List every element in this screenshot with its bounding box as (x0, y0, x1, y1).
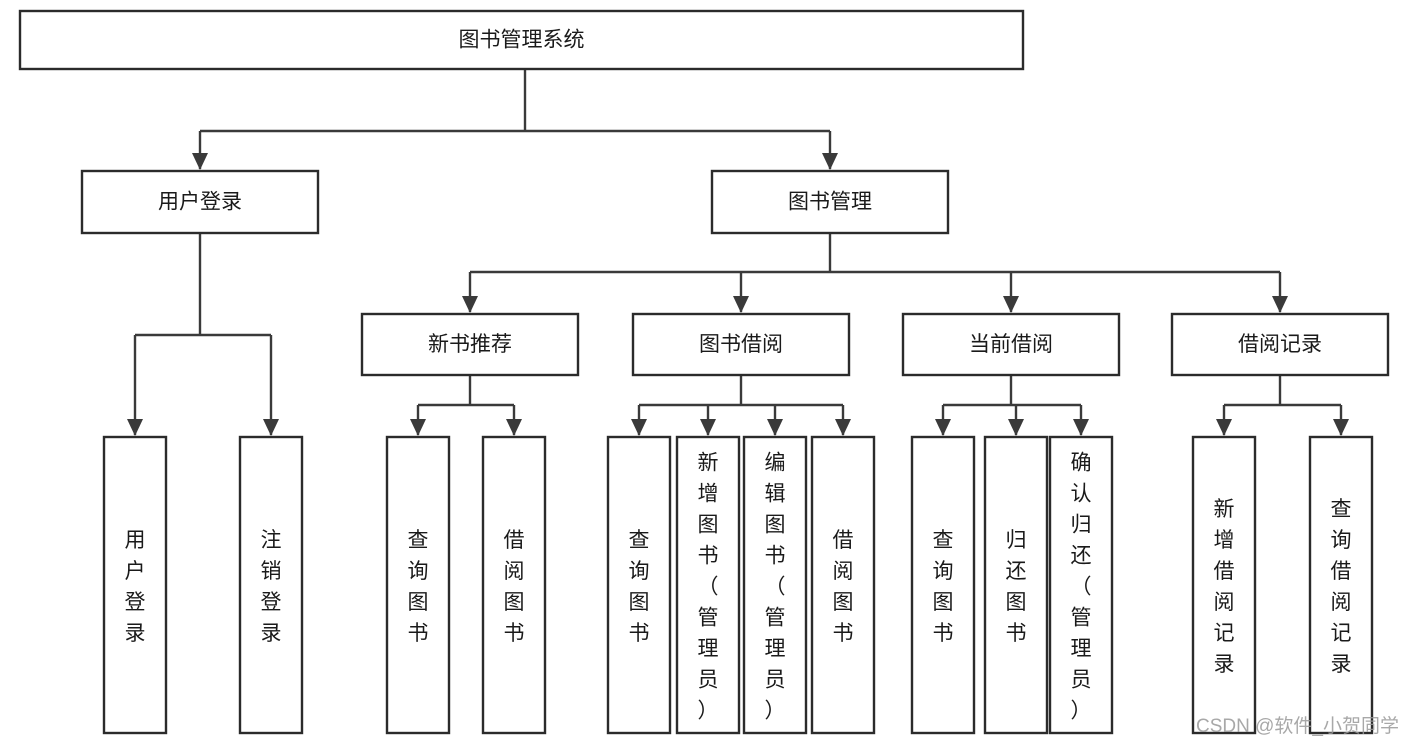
leaf-confirm-return-label: 确认归还（管理员） (1071, 452, 1092, 723)
node-new-book-recommend[interactable]: 新书推荐 (360, 312, 580, 377)
arrow-to-leaf-query-record (1333, 419, 1349, 436)
leaf-add-book-box[interactable] (675, 435, 741, 735)
leaf-edit-book-label: 编辑图书（管理员） (765, 452, 786, 723)
node-leaf-query-record[interactable]: 查询借阅记录 (1308, 435, 1374, 735)
node-leaf-logout[interactable]: 注销登录 (238, 435, 304, 735)
leaf-logout-box[interactable] (238, 435, 304, 735)
arrow-to-book-borrow (733, 296, 749, 313)
leaf-logout-label: 注销登录 (261, 529, 282, 645)
new-book-recommend-box[interactable] (360, 312, 580, 377)
current-borrow-label: 当前借阅 (969, 333, 1053, 356)
arrow-to-current-borrow (1003, 296, 1019, 313)
watermark-layer: CSDN @软件_小贺同学 (1196, 715, 1399, 737)
user-login-label: 用户登录 (158, 191, 242, 214)
arrow-to-leaf-return-book (1008, 419, 1024, 436)
arrow-to-new-book-recommend (462, 296, 478, 313)
arrow-to-leaf-confirm-return (1073, 419, 1089, 436)
arrow-to-leaf-logout (263, 419, 279, 436)
leaf-query-book-2-box[interactable] (606, 435, 672, 735)
new-book-recommend-label: 新书推荐 (428, 333, 512, 356)
arrow-to-user-login (192, 153, 208, 170)
node-leaf-query-book-1[interactable]: 查询图书 (385, 435, 451, 735)
leaf-query-record-label: 查询借阅记录 (1331, 498, 1352, 676)
leaf-borrow-book-2-label: 借阅图书 (833, 529, 854, 645)
book-manage-label: 图书管理 (788, 191, 872, 214)
leaf-add-record-label: 新增借阅记录 (1214, 498, 1235, 676)
arrow-to-leaf-borrow-book-2 (835, 419, 851, 436)
user-login-box[interactable] (80, 169, 320, 235)
arrow-to-leaf-add-book (700, 419, 716, 436)
node-leaf-edit-book[interactable]: 编辑图书（管理员） (742, 435, 808, 735)
arrow-to-leaf-user-login (127, 419, 143, 436)
current-borrow-box[interactable] (901, 312, 1121, 377)
node-leaf-user-login[interactable]: 用户登录 (102, 435, 168, 735)
arrow-to-book-manage (822, 153, 838, 170)
node-leaf-borrow-book-1[interactable]: 借阅图书 (481, 435, 547, 735)
borrow-record-label: 借阅记录 (1238, 333, 1322, 356)
node-leaf-return-book[interactable]: 归还图书 (983, 435, 1049, 735)
leaf-confirm-return-box[interactable] (1048, 435, 1114, 735)
arrow-to-leaf-borrow-book-1 (506, 419, 522, 436)
node-leaf-add-record[interactable]: 新增借阅记录 (1191, 435, 1257, 735)
leaf-user-login-box[interactable] (102, 435, 168, 735)
node-book-manage[interactable]: 图书管理 (710, 169, 950, 235)
node-leaf-query-book-3[interactable]: 查询图书 (910, 435, 976, 735)
node-book-borrow[interactable]: 图书借阅 (631, 312, 851, 377)
node-leaf-add-book[interactable]: 新增图书（管理员） (675, 435, 741, 735)
leaf-query-book-2-label: 查询图书 (629, 529, 650, 645)
leaf-user-login-label: 用户登录 (125, 529, 146, 645)
leaf-borrow-book-1-label: 借阅图书 (504, 529, 525, 645)
borrow-record-box[interactable] (1170, 312, 1390, 377)
book-manage-box[interactable] (710, 169, 950, 235)
leaf-query-book-1-box[interactable] (385, 435, 451, 735)
csdn-watermark: CSDN @软件_小贺同学 (1196, 715, 1399, 737)
leaf-borrow-book-1-box[interactable] (481, 435, 547, 735)
node-leaf-borrow-book-2[interactable]: 借阅图书 (810, 435, 876, 735)
node-root[interactable]: 图书管理系统 (18, 9, 1025, 71)
arrow-to-leaf-query-book-3 (935, 419, 951, 436)
arrow-to-leaf-edit-book (767, 419, 783, 436)
node-user-login[interactable]: 用户登录 (80, 169, 320, 235)
root-label: 图书管理系统 (459, 29, 585, 52)
nodes-layer: 图书管理系统用户登录图书管理新书推荐图书借阅当前借阅借阅记录用户登录注销登录查询… (18, 9, 1390, 735)
node-current-borrow[interactable]: 当前借阅 (901, 312, 1121, 377)
leaf-query-book-3-label: 查询图书 (933, 529, 954, 645)
node-leaf-query-book-2[interactable]: 查询图书 (606, 435, 672, 735)
node-leaf-confirm-return[interactable]: 确认归还（管理员） (1048, 435, 1114, 735)
leaf-edit-book-box[interactable] (742, 435, 808, 735)
leaf-add-record-box[interactable] (1191, 435, 1257, 735)
leaf-borrow-book-2-box[interactable] (810, 435, 876, 735)
leaf-query-book-3-box[interactable] (910, 435, 976, 735)
arrow-to-leaf-query-book-1 (410, 419, 426, 436)
arrow-to-leaf-query-book-2 (631, 419, 647, 436)
leaf-query-record-box[interactable] (1308, 435, 1374, 735)
root-box[interactable] (18, 9, 1025, 71)
arrow-to-borrow-record (1272, 296, 1288, 313)
node-borrow-record[interactable]: 借阅记录 (1170, 312, 1390, 377)
leaf-return-book-label: 归还图书 (1006, 529, 1027, 645)
connector-lines-layer (127, 69, 1349, 436)
leaf-return-book-box[interactable] (983, 435, 1049, 735)
book-borrow-label: 图书借阅 (699, 333, 783, 356)
leaf-query-book-1-label: 查询图书 (408, 529, 429, 645)
book-borrow-box[interactable] (631, 312, 851, 377)
leaf-add-book-label: 新增图书（管理员） (698, 452, 719, 723)
arrow-to-leaf-add-record (1216, 419, 1232, 436)
